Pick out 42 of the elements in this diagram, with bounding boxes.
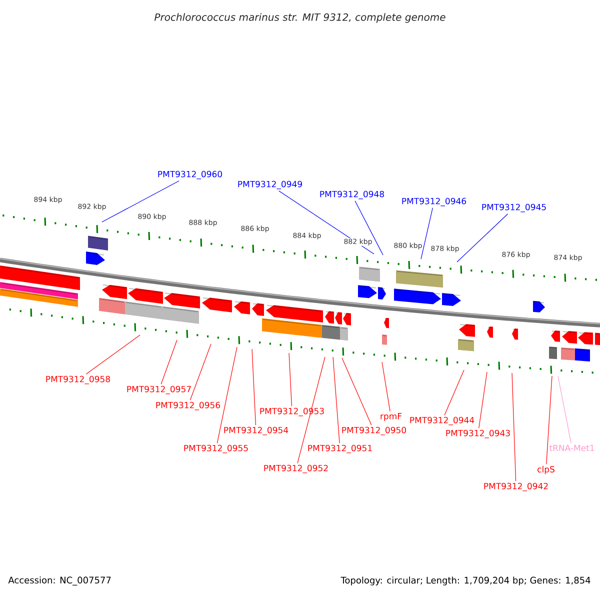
leader-line (342, 358, 372, 426)
leader-line (190, 344, 212, 400)
leader-line (456, 214, 508, 262)
leader-line (288, 352, 292, 406)
leader-line (382, 362, 390, 412)
gene-label: rpmF (380, 413, 402, 421)
leader-line (478, 372, 488, 428)
leader-line (102, 180, 180, 222)
gene-label: PMT9312_0956 (156, 402, 220, 410)
leader-line (354, 200, 384, 256)
accession-text: Accession: NC_007577 (8, 576, 111, 586)
leader-line (546, 376, 552, 464)
leader-line (160, 340, 178, 384)
gene-label: PMT9312_0952 (264, 464, 328, 474)
leader-line (252, 348, 256, 426)
leader-line (86, 334, 140, 374)
gene-label: PMT9312_0950 (342, 426, 406, 436)
leader-line (216, 346, 238, 444)
gene-label: PMT9312_0949 (238, 180, 302, 190)
leader-line (332, 356, 340, 444)
genome-info-text: Topology: circular; Length: 1,709,204 bp; Genes: 1,854 (340, 576, 590, 586)
gene-label: PMT9312_0957 (127, 386, 191, 394)
title: Prochlorococcus marinus str. MIT 9312, complete genome (154, 13, 446, 23)
gene-label: PMT9312_0954 (224, 426, 288, 436)
gene-label: PMT9312_0945 (482, 204, 546, 212)
gene-label: clpS (538, 466, 554, 474)
leader-line (420, 208, 433, 260)
gene-label: PMT9312_0955 (184, 444, 248, 454)
gene-label: PMT9312_0943 (446, 430, 510, 438)
gene-label: PMT9312_0960 (158, 170, 222, 180)
leader-line (297, 356, 326, 464)
gene-label: PMT9312_0951 (308, 444, 372, 454)
gene-label: PMT9312_0948 (320, 190, 384, 200)
gene-label: PMT9312_0958 (46, 376, 110, 384)
gene-label: PMT9312_0942 (484, 482, 548, 492)
gene-label: tRNA-Met1 (549, 444, 594, 452)
gene-label: PMT9312_0946 (402, 198, 466, 206)
leader-line (512, 372, 516, 482)
leader-line (444, 370, 464, 416)
gene-label: PMT9312_0944 (410, 416, 474, 426)
leader-line (278, 190, 374, 254)
leader-line (558, 376, 572, 444)
